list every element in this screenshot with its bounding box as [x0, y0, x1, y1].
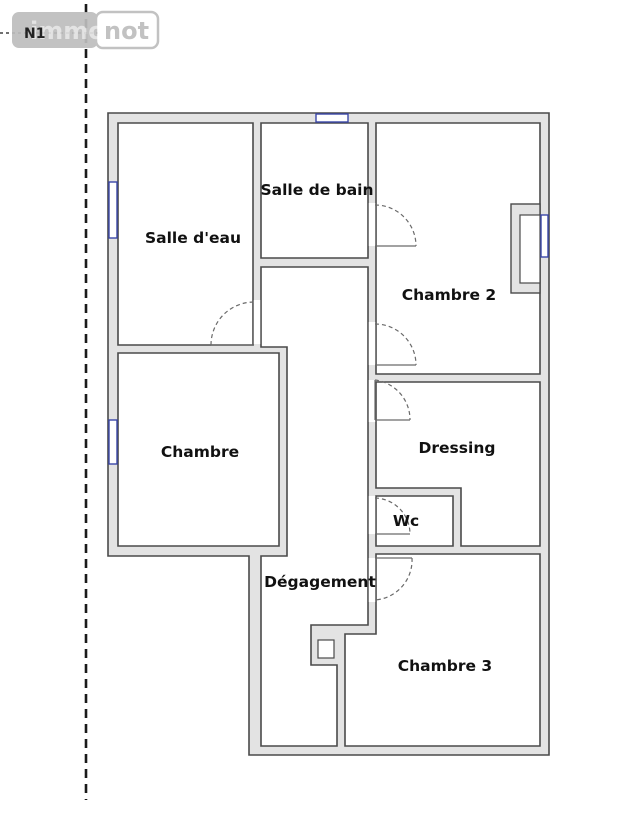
- watermark-right-text: not: [104, 17, 149, 45]
- level-label: N1: [24, 26, 45, 42]
- room-label-chambre-3: Chambre 3: [398, 657, 492, 675]
- watermark-left-text: immo: [30, 17, 105, 45]
- door-chambre-3: [374, 557, 413, 601]
- room-label-degagement: Dégagement: [264, 573, 376, 591]
- door-openings: [253, 203, 376, 602]
- windows: [108, 113, 549, 465]
- room-label-chambre-2: Chambre 2: [402, 286, 496, 304]
- window-right: [540, 214, 549, 258]
- watermark-badge-right: [94, 10, 160, 50]
- door-dressing: [374, 379, 411, 421]
- window-top: [315, 113, 349, 123]
- room-label-salle-deau: Salle d'eau: [145, 229, 241, 247]
- door-chambre-2: [374, 323, 417, 366]
- chimney-inner: [519, 214, 541, 284]
- window-left-lower: [108, 419, 118, 465]
- room-label-salle-de-bain: Salle de bain: [260, 181, 373, 199]
- room-label-dressing: Dressing: [419, 439, 496, 457]
- watermark-badge-left: [12, 12, 98, 48]
- watermark: immo not: [12, 10, 160, 50]
- duct-inner: [317, 639, 335, 659]
- door-salle-de-bain: [374, 204, 417, 247]
- window-left-upper: [108, 181, 118, 239]
- room-label-chambre: Chambre: [161, 443, 239, 461]
- door-wc: [374, 497, 411, 535]
- door-salle-deau: [210, 301, 255, 346]
- doors: [210, 204, 417, 601]
- room-label-wc: Wc: [393, 512, 419, 530]
